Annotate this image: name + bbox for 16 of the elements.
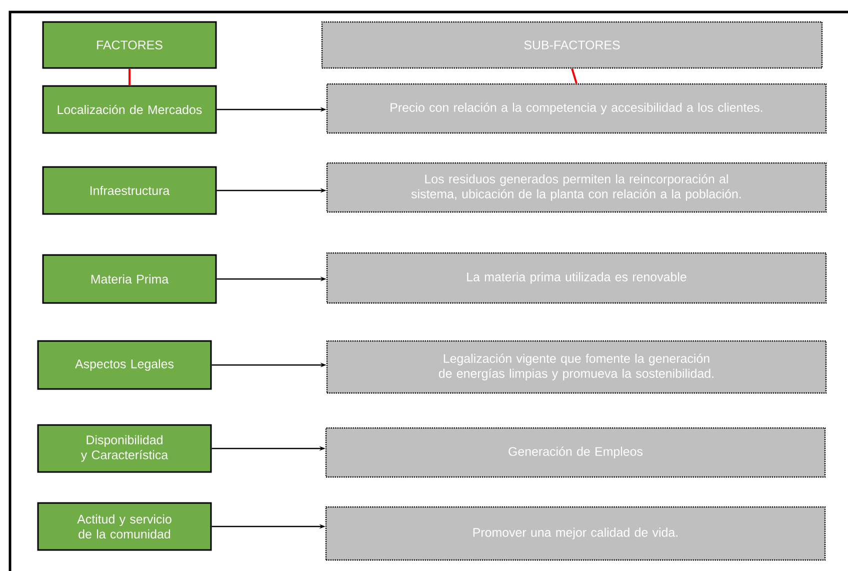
factor-box: Disponibilidad y Característica <box>37 424 212 473</box>
subfactor-box: La materia prima utilizada es renovable <box>326 252 827 304</box>
factor-box: Aspectos Legales <box>37 340 212 390</box>
factor-box: Localización de Mercados <box>42 85 217 134</box>
connector-line <box>571 68 578 84</box>
subfactor-box: SUB-FACTORES <box>321 21 823 69</box>
subfactor-box: Precio con relación a la competencia y accesibilidad a los clientes. <box>326 83 827 134</box>
subfactor-box: Los residuos generados permiten la reincorporación al sistema, ubicación de la planta con relación a la población. <box>326 162 827 213</box>
factor-box: Infraestructura <box>42 166 217 215</box>
factor-box: Actitud y servicio de la comunidad <box>37 502 212 551</box>
subfactor-box: Promover una mejor calidad de vida. <box>325 506 826 561</box>
subfactor-box: Legalización vigente que fomente la generación de energías limpias y promueva la sostenibilidad. <box>326 340 827 394</box>
factor-box: Materia Prima <box>42 254 217 304</box>
factor-box: FACTORES <box>42 21 217 69</box>
connector-line <box>128 68 130 86</box>
subfactor-box: Generación de Empleos <box>325 427 826 478</box>
